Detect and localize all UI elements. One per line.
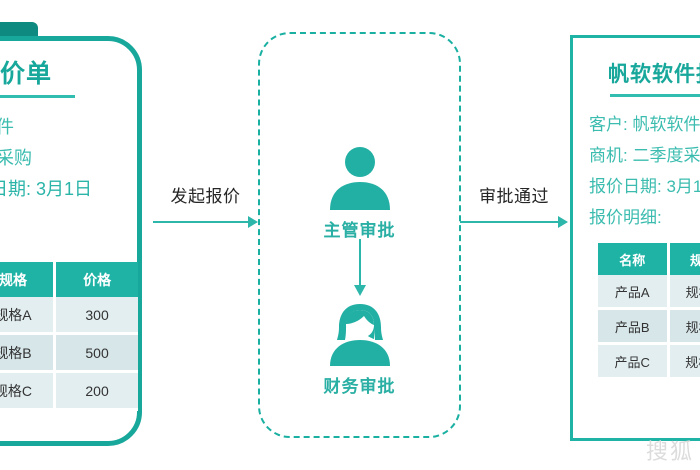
right-card-fields: 客户: 帆软软件 商机: 二季度采购 报价日期: 3月1日 报价明细: xyxy=(573,109,700,233)
approver-supervisor: 主管审批 xyxy=(260,146,459,241)
approver-finance: 财务审批 xyxy=(260,302,459,397)
approver-finance-label: 财务审批 xyxy=(323,377,396,396)
left-cell-price: 300 xyxy=(54,297,138,335)
arrow-head xyxy=(353,285,366,296)
arrow-right-icon xyxy=(153,216,258,228)
arrow-head xyxy=(558,216,568,228)
right-cell-name: 产品A xyxy=(598,275,670,310)
right-col-name: 名称 xyxy=(598,243,670,275)
right-title-underline xyxy=(610,94,700,97)
right-field-quote-date: 报价日期: 3月1日 xyxy=(589,177,700,196)
table-row: 产品B 规格B 500 xyxy=(0,333,138,373)
approval-panel: 主管审批 财务审批 xyxy=(258,32,461,438)
arrow-label-initiate: 发起报价 xyxy=(170,187,241,206)
left-cell-spec: 规格B xyxy=(0,333,57,373)
right-quotation-table: 名称 规格 价格 产品A 规格A 300 产品B 规格B 500 产品C xyxy=(598,243,700,380)
flow-step-approved: 审批通过 xyxy=(460,182,568,228)
arrow-shaft xyxy=(358,239,361,287)
table-row: 产品C 规格C 200 xyxy=(0,371,138,411)
arrow-shaft xyxy=(460,221,560,223)
right-cell-spec: 规格A xyxy=(668,275,700,310)
person-female-icon xyxy=(260,302,459,366)
arrow-label-approved: 审批通过 xyxy=(479,187,549,206)
left-field-customer: 客户: 帆软软件 xyxy=(0,117,15,137)
left-col-spec: 规格 xyxy=(0,262,57,297)
approver-supervisor-label: 主管审批 xyxy=(323,221,396,240)
left-card-fields: 客户: 帆软软件 商机: 二季度采购 报价日期: 3月1日 xyxy=(0,112,136,205)
left-field-opportunity: 商机: 二季度采购 xyxy=(0,148,33,168)
person-male-icon xyxy=(260,146,459,210)
table-row: 产品C 规格C 200 xyxy=(598,343,700,380)
left-cell-spec: 规格A xyxy=(0,297,57,335)
left-card-title: 报价单 xyxy=(0,60,52,88)
left-cell-price: 500 xyxy=(54,333,138,373)
left-col-price: 价格 xyxy=(54,262,138,297)
table-header-row: 名称 规格 价格 xyxy=(598,243,700,275)
right-cell-name: 产品B xyxy=(598,308,670,345)
left-cell-price: 200 xyxy=(54,371,138,411)
arrow-head xyxy=(248,216,258,228)
right-field-opportunity: 商机: 二季度采购 xyxy=(589,146,700,165)
left-card-content: 报价单 客户: 帆软软件 商机: 二季度采购 报价日期: 3月1日 xyxy=(0,46,136,436)
table-header-row: 名称 规格 价格 xyxy=(0,262,138,297)
right-col-spec: 规格 xyxy=(668,243,700,275)
left-title-underline xyxy=(0,95,75,98)
right-field-customer: 客户: 帆软软件 xyxy=(589,115,700,134)
flow-step-initiate-quote: 发起报价 xyxy=(153,182,258,228)
arrow-right-icon xyxy=(460,216,568,228)
right-cell-spec: 规格B xyxy=(668,308,700,345)
table-row: 产品B 规格B 500 xyxy=(598,308,700,345)
approved-quotation-card: 帆软软件报价单 客户: 帆软软件 商机: 二季度采购 报价日期: 3月1日 报价… xyxy=(570,35,700,441)
left-quotation-table: 名称 规格 价格 产品A 规格A 300 产品B 规格B 500 产品C 规格C… xyxy=(0,262,138,411)
right-cell-spec: 规格C xyxy=(668,343,700,380)
arrow-down-icon xyxy=(260,239,459,303)
table-row: 产品A 规格A 300 xyxy=(598,275,700,310)
right-field-quote-details: 报价明细: xyxy=(589,208,662,227)
right-cell-name: 产品C xyxy=(598,343,670,380)
left-field-quote-date: 报价日期: 3月1日 xyxy=(0,179,93,199)
table-row: 产品A 规格A 300 xyxy=(0,297,138,335)
sohu-watermark: 搜狐 xyxy=(645,440,694,465)
left-cell-spec: 规格C xyxy=(0,371,57,411)
right-card-title: 帆软软件报价单 xyxy=(608,63,700,86)
arrow-shaft xyxy=(153,221,250,223)
